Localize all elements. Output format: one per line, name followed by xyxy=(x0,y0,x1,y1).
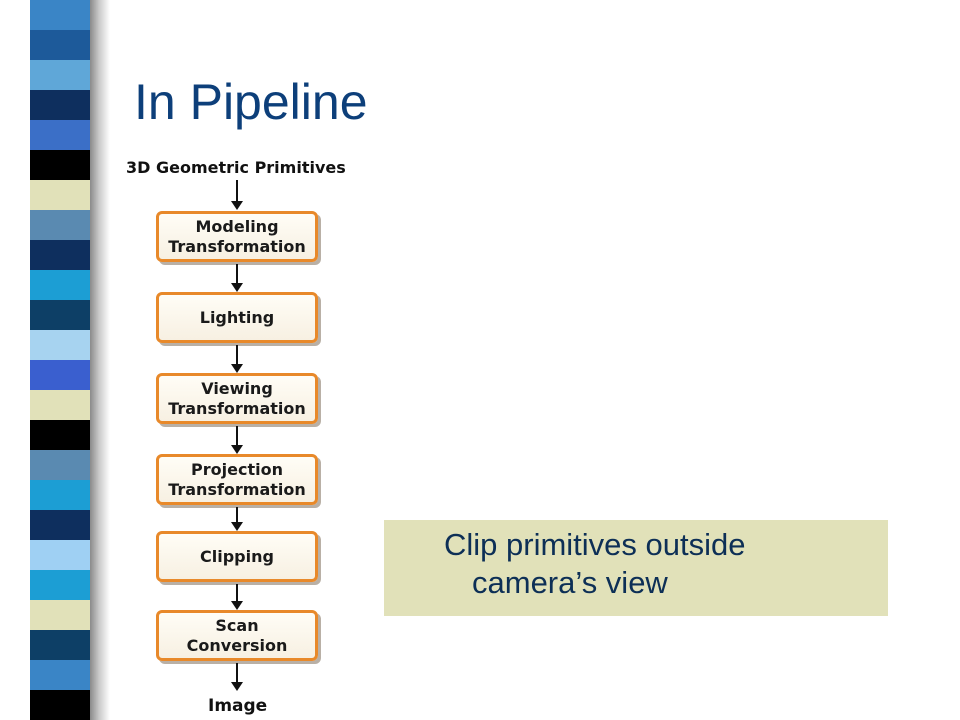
stripe-segment xyxy=(30,360,94,390)
stripe-shadow xyxy=(90,0,110,720)
stripe-segment xyxy=(30,210,94,240)
stripe-segment xyxy=(30,480,94,510)
stage-viewing-transformation: Viewing Transformation xyxy=(156,373,318,424)
note-callout: Clip primitives outside camera’s view xyxy=(384,520,888,616)
stripe-segment xyxy=(30,630,94,660)
arrow-down xyxy=(231,663,243,691)
stripe-segment xyxy=(30,390,94,420)
stage-label: Scan Conversion xyxy=(186,616,288,655)
stripe-segment xyxy=(30,180,94,210)
arrow-down xyxy=(231,507,243,531)
note-text-line-1: Clip primitives outside xyxy=(444,527,746,562)
stripe-segment xyxy=(30,510,94,540)
stripe-segment xyxy=(30,600,94,630)
output-label: Image xyxy=(208,696,268,716)
stage-label: Viewing Transformation xyxy=(168,379,306,418)
arrow-down xyxy=(231,180,243,210)
stage-projection-transformation: Projection Transformation xyxy=(156,454,318,505)
stage-modeling-transformation: Modeling Transformation xyxy=(156,211,318,262)
arrow-down xyxy=(231,264,243,292)
stripe-segment xyxy=(30,300,94,330)
stage-label: Clipping xyxy=(200,546,274,566)
input-label: 3D Geometric Primitives xyxy=(126,158,346,177)
arrow-down xyxy=(231,426,243,454)
stripe-segment xyxy=(30,240,94,270)
stage-scan-conversion: Scan Conversion xyxy=(156,610,318,661)
stripe-segment xyxy=(30,150,94,180)
stage-label: Lighting xyxy=(199,307,275,327)
stripe-segment xyxy=(30,60,94,90)
stage-label: Modeling Transformation xyxy=(168,217,306,256)
slide-title: In Pipeline xyxy=(134,74,368,130)
stripe-segment xyxy=(30,420,94,450)
arrow-down xyxy=(231,584,243,610)
stripe-segment xyxy=(30,570,94,600)
stripe-segment xyxy=(30,660,94,690)
stripe-segment xyxy=(30,90,94,120)
stripe-segment xyxy=(30,0,94,30)
decorative-stripe-bar xyxy=(30,0,94,720)
stripe-segment xyxy=(30,450,94,480)
stripe-segment xyxy=(30,120,94,150)
note-text-line-2: camera’s view xyxy=(472,565,668,600)
stage-clipping: Clipping xyxy=(156,531,318,582)
stripe-segment xyxy=(30,330,94,360)
stripe-segment xyxy=(30,270,94,300)
stripe-segment xyxy=(30,690,94,720)
stripe-segment xyxy=(30,540,94,570)
stage-label: Projection Transformation xyxy=(168,460,306,499)
stage-lighting: Lighting xyxy=(156,292,318,343)
arrow-down xyxy=(231,345,243,373)
stripe-segment xyxy=(30,30,94,60)
